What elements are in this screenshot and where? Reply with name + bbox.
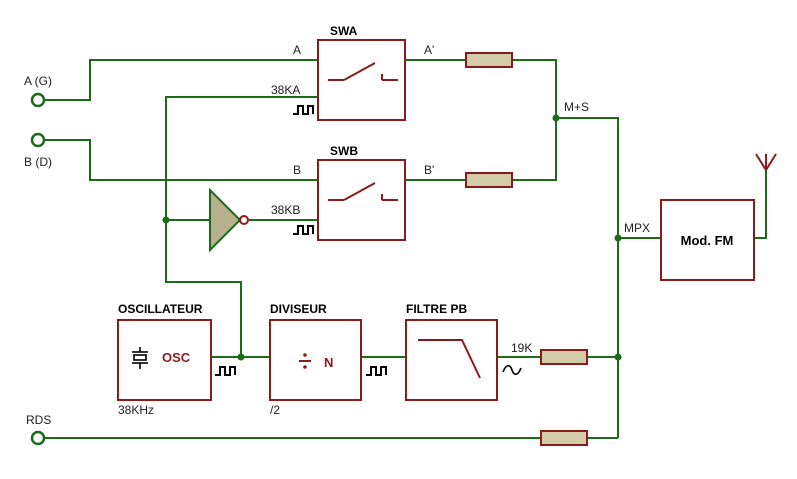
resistors — [465, 52, 588, 446]
divider-label: N — [324, 355, 333, 370]
swb-output-label: B' — [424, 163, 434, 177]
oscillator-freq: 38KHz — [118, 403, 154, 417]
lowpass-response-icon — [418, 339, 481, 379]
resistor-rds[interactable] — [540, 430, 588, 446]
wire-antenna — [754, 170, 767, 239]
inverter-gate[interactable] — [209, 187, 249, 253]
terminal-a[interactable] — [30, 92, 46, 108]
swb-clock-label: 38KB — [271, 203, 300, 217]
switch-swa[interactable] — [317, 39, 406, 121]
wire-b-input — [45, 139, 318, 181]
junction-sum — [552, 114, 560, 122]
terminal-b[interactable] — [30, 132, 46, 148]
divider-block[interactable] — [269, 319, 362, 401]
divide-icon — [299, 353, 311, 369]
swa-clock-label: 38KA — [271, 83, 300, 97]
crystal-icon — [132, 347, 148, 369]
square-wave-icon — [293, 105, 314, 115]
junctions — [162, 114, 622, 361]
swa-output-label: A' — [424, 43, 434, 57]
divider-ratio: /2 — [270, 403, 280, 417]
junction-mpx — [614, 234, 622, 242]
label-input-rds: RDS — [26, 413, 51, 427]
square-wave-icon — [215, 366, 236, 376]
switch-swa-contact-icon — [328, 62, 398, 81]
wire-sum-bus — [556, 117, 619, 438]
resistor-swb[interactable] — [465, 172, 513, 188]
input-terminals — [30, 92, 46, 446]
antenna-icon — [755, 153, 777, 171]
sine-wave-icon — [502, 364, 522, 376]
swa-input-label: A — [293, 43, 301, 57]
label-input-a: A (G) — [24, 74, 52, 88]
label-mpx: MPX — [624, 221, 650, 235]
fm-modulator-label: Mod. FM — [681, 233, 734, 248]
oscillator-title: OSCILLATEUR — [118, 302, 203, 316]
inverter-bubble-icon — [239, 215, 249, 225]
lowpass-filter-block[interactable] — [405, 319, 498, 401]
label-sum: M+S — [564, 100, 589, 114]
switch-swb[interactable] — [317, 159, 406, 241]
square-wave-icon — [293, 225, 314, 235]
resistor-pilot[interactable] — [540, 349, 588, 365]
resistor-swa[interactable] — [465, 52, 513, 68]
switch-swb-contact-icon — [328, 182, 398, 201]
filter-title: FILTRE PB — [406, 302, 467, 316]
divider-title: DIVISEUR — [270, 302, 327, 316]
label-input-b: B (D) — [24, 155, 52, 169]
oscillator-label: OSC — [162, 350, 191, 365]
swa-title: SWA — [330, 24, 358, 38]
swb-title: SWB — [330, 144, 358, 158]
wire-swb-res-out — [512, 118, 557, 181]
terminal-rds[interactable] — [30, 430, 46, 446]
junction-pilot — [614, 353, 622, 361]
label-pilot: 19K — [511, 341, 532, 355]
wire-swa-res-out — [512, 59, 557, 118]
wire-38ka — [165, 96, 318, 357]
junction-osc — [237, 353, 245, 361]
wire-a-input — [45, 59, 318, 101]
swb-input-label: B — [293, 163, 301, 177]
fm-modulator-block[interactable] — [660, 199, 755, 281]
square-wave-icon — [366, 366, 387, 376]
junction-inverter — [162, 216, 170, 224]
